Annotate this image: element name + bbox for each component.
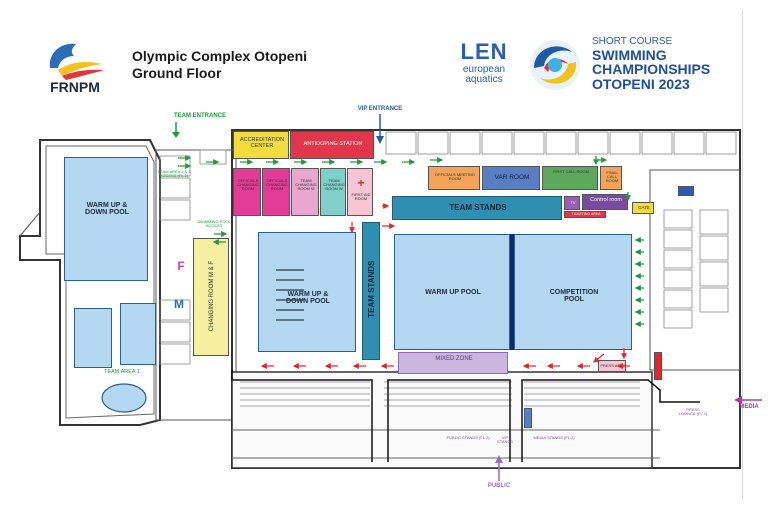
- gate-area: GATE: [632, 202, 654, 214]
- center-pool-lanes: [276, 269, 304, 321]
- event-line2: SWIMMING: [592, 47, 667, 63]
- public-stands-label: PUBLIC STANDS (FL 2): [446, 435, 490, 440]
- event-line3: CHAMPIONSHIPS: [592, 61, 711, 77]
- antidoping-station: ANTIDOPING STATION: [290, 131, 374, 159]
- first-call-label: FIRST CALL ROOM: [552, 169, 589, 174]
- officials-changing-room-2: OFFICIALS CHANGING ROOM: [262, 168, 290, 216]
- antidoping-label: ANTIDOPING STATION: [303, 141, 363, 147]
- media-stand-block: [524, 408, 532, 428]
- center-warm-up-pool-label: WARM UP & DOWN POOL: [286, 291, 330, 306]
- team-changing-w-label: TEAM CHANGING ROOM W: [323, 178, 345, 192]
- swirl-logo-icon: [530, 40, 580, 90]
- final-call-label: FINAL CALL ROOM: [605, 170, 619, 184]
- pool-divider-bulkhead: [510, 234, 514, 350]
- media-entrance-arrow-icon: [734, 396, 762, 404]
- officials-changing-1-label: OFFICIALS CHANGING ROOM: [237, 178, 259, 192]
- page-title-line1: Olympic Complex Otopeni: [132, 48, 308, 64]
- ticketing-label: TICKETING AREA: [571, 212, 601, 216]
- letter-f-marker: F: [177, 259, 185, 273]
- frnpm-logo: FRNPM: [40, 38, 110, 98]
- accreditation-label: ACCREDITATION CENTER: [239, 137, 285, 149]
- team-stands-vertical: TEAM STANDS: [362, 222, 380, 360]
- final-call-room: FINAL CALL ROOM: [600, 166, 622, 190]
- ticketing-area: TICKETING AREA: [564, 211, 606, 218]
- officials-changing-2-label: OFFICIALS CHANGING ROOM: [266, 178, 288, 192]
- media-stands-label: MEDIA STANDS (FL 2): [533, 435, 575, 440]
- media-entrance-label: MEDIA: [739, 404, 759, 410]
- team-changing-room-w: TEAM CHANGING ROOM W: [320, 168, 346, 216]
- vip-entrance-label: VIP ENTRANCE: [357, 106, 403, 112]
- officials-meeting-room: OFFICIALS MEETING ROOM: [428, 166, 480, 190]
- first-aid-label: FIRST AID ROOM: [351, 192, 371, 202]
- first-aid-room: + FIRST AID ROOM: [347, 168, 373, 216]
- team-area-access-label: TEAM AREA 2 & 3 ACCESS (FL 1): [157, 169, 191, 179]
- warm-up-pool-label: WARM UP POOL: [425, 289, 481, 296]
- team-entrance-label: TEAM ENTRANCE: [174, 113, 226, 119]
- vip-stands-label: VIP STANDS: [497, 435, 513, 445]
- control-room-label: Control room: [590, 197, 622, 203]
- press-lounge-label: PRESS LOUNGE (FL 1): [678, 407, 708, 417]
- competition-pool-label: COMPETITION POOL: [549, 289, 599, 304]
- len-aquatics-text: aquatics: [465, 74, 503, 85]
- team-stands-top-label: TEAM STANDS: [449, 203, 507, 212]
- team-area-1-label: TEAM AREA 1: [104, 369, 140, 375]
- event-line4: OTOPENI 2023: [592, 76, 690, 92]
- dolphin-logo-icon: [49, 43, 104, 80]
- var-room-label: VAR ROOM: [494, 174, 530, 181]
- mixed-zone-label: MIXED ZONE: [435, 356, 473, 362]
- public-entrance-label: PUBLIC: [487, 483, 511, 489]
- mixed-zone: MIXED ZONE: [398, 352, 508, 374]
- small-pool-right: [120, 303, 156, 365]
- first-call-room: FIRST CALL ROOM: [542, 166, 598, 190]
- officials-changing-room-1: OFFICIALS CHANGING ROOM: [233, 168, 261, 216]
- officials-meeting-label: OFFICIALS MEETING ROOM: [434, 172, 475, 182]
- warm-up-pool: WARM UP POOL: [394, 234, 510, 350]
- blue-kiosk: [678, 186, 694, 196]
- tv-label: TV: [570, 200, 576, 205]
- changing-room-mf: CHANGING ROOM M & F: [193, 238, 229, 356]
- center-warm-up-pool: WARM UP & DOWN POOL: [258, 232, 356, 352]
- page-title-line2: Ground Floor: [132, 65, 222, 81]
- team-changing-m-label: TEAM CHANGING ROOM M: [295, 178, 317, 192]
- left-warm-up-pool: WARM UP & DOWN POOL: [64, 157, 148, 281]
- swimming-pool-access-label: SWIMMING POOL ACCESS: [197, 219, 231, 229]
- team-stands-horizontal: TEAM STANDS: [392, 196, 562, 220]
- first-aid-cross-icon: +: [357, 176, 365, 190]
- press-area-label: PRESS AREA: [600, 363, 626, 368]
- page-divider: [742, 10, 743, 500]
- tv-room: TV: [564, 196, 580, 210]
- small-pool-left: [74, 308, 112, 368]
- letter-m-marker: M: [174, 297, 184, 311]
- press-red-column: [654, 352, 662, 380]
- team-changing-room-m: TEAM CHANGING ROOM M: [291, 168, 319, 216]
- competition-pool: COMPETITION POOL: [514, 234, 632, 350]
- control-room: Control room: [582, 194, 628, 210]
- gate-label: GATE: [638, 205, 650, 210]
- team-entrance-arrow-icon: [172, 122, 180, 138]
- len-logo-text: LEN: [460, 39, 508, 64]
- len-european-text: european: [462, 64, 506, 75]
- frnpm-text: FRNPM: [50, 79, 100, 95]
- var-room: VAR ROOM: [482, 166, 540, 190]
- accreditation-center: ACCREDITATION CENTER: [233, 131, 289, 159]
- public-entrance-arrow-icon: [495, 455, 503, 481]
- event-line1: SHORT COURSE: [592, 36, 673, 47]
- left-warm-up-pool-label: WARM UP & DOWN POOL: [85, 202, 129, 217]
- championship-swirl-logo: [526, 38, 584, 92]
- vip-entrance-arrow-icon: [376, 114, 384, 144]
- len-logo: LEN european aquatics: [456, 40, 522, 90]
